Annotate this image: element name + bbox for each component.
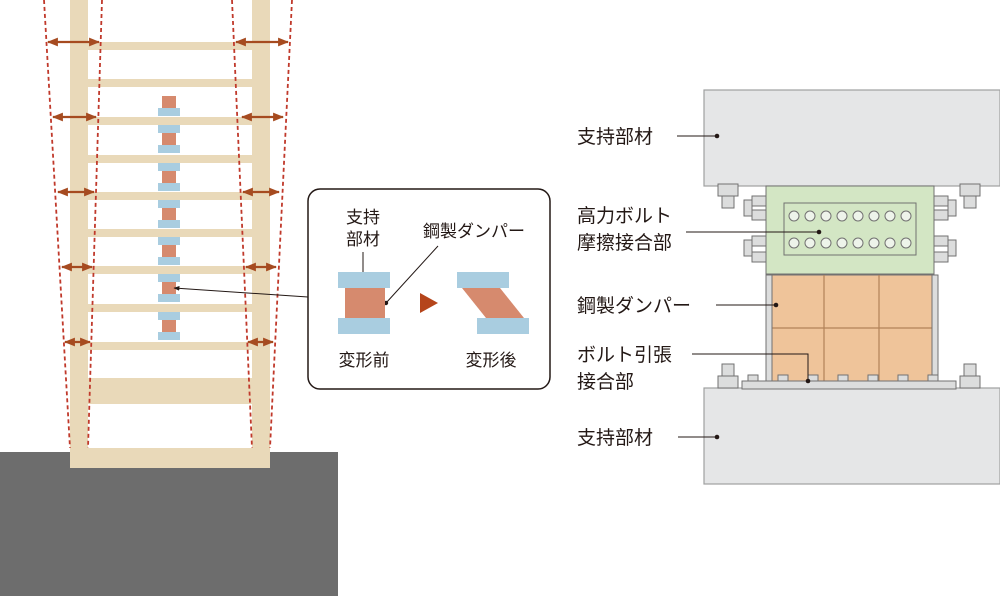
leader-dots	[714, 133, 822, 440]
support-member-top-label: 支持部材	[577, 126, 653, 148]
top-support-member	[703, 89, 1000, 187]
friction-joint-label-line2: 摩擦接合部	[577, 232, 672, 254]
floor-beam	[70, 192, 270, 200]
deformation-callout: 支持 部材 鋼製ダンパー 変形前 変形後	[307, 188, 551, 390]
drift-arrows	[46, 37, 290, 347]
deformation-lines	[43, 0, 293, 449]
damper-stack	[158, 96, 180, 340]
damper-before	[338, 272, 390, 334]
damper-detail: 支持部材 高力ボルト 摩擦接合部 鋼製ダンパー ボルト引張 接合部 支持部材	[577, 89, 1000, 485]
splice-plate	[783, 202, 917, 256]
detail-leaders	[677, 135, 819, 438]
bolt-tension-label-line2: 接合部	[577, 371, 634, 393]
steel-damper-label: 鋼製ダンパー	[423, 222, 525, 242]
floor-beam	[70, 79, 270, 87]
friction-joint-plate	[765, 185, 935, 275]
floor-beam	[70, 117, 270, 125]
callout-box	[307, 188, 551, 390]
floor-beam	[70, 229, 270, 237]
steel-damper-detail-label: 鋼製ダンパー	[577, 295, 691, 317]
right-side-plate	[931, 274, 939, 382]
building-frame	[0, 0, 338, 596]
floor-beam	[70, 304, 270, 312]
before-label: 変形前	[339, 351, 390, 371]
tension-bolts	[747, 374, 939, 382]
base-beam	[70, 448, 270, 468]
support-member-bottom-label: 支持部材	[577, 427, 653, 449]
after-label: 変形後	[466, 351, 517, 371]
damper-after	[457, 272, 529, 334]
bolt-tension-label-line1: ボルト引張	[577, 344, 672, 366]
side-bolt-heads	[743, 195, 957, 263]
bottom-base-plate	[741, 380, 957, 390]
top-anchor-nuts	[717, 183, 981, 209]
damper-leader	[385, 245, 439, 304]
hsb-bolts	[788, 210, 912, 249]
support-member-label-line1: 支持	[346, 208, 380, 228]
support-member-label-line2: 部材	[346, 230, 380, 250]
transition-arrow-icon	[420, 293, 438, 313]
left-side-plate	[765, 274, 773, 382]
damper-panel-dividers	[772, 275, 932, 381]
floor-beam	[70, 342, 270, 350]
callout-leader	[173, 285, 309, 298]
floor-beam	[70, 42, 270, 50]
ground	[0, 452, 338, 596]
bottom-support-member	[703, 387, 1000, 485]
bottom-anchor-nuts	[717, 363, 981, 389]
floor-beam	[70, 155, 270, 163]
lower-beam	[70, 378, 270, 404]
friction-joint-label-line1: 高力ボルト	[577, 205, 672, 227]
floor-beam	[70, 266, 270, 274]
